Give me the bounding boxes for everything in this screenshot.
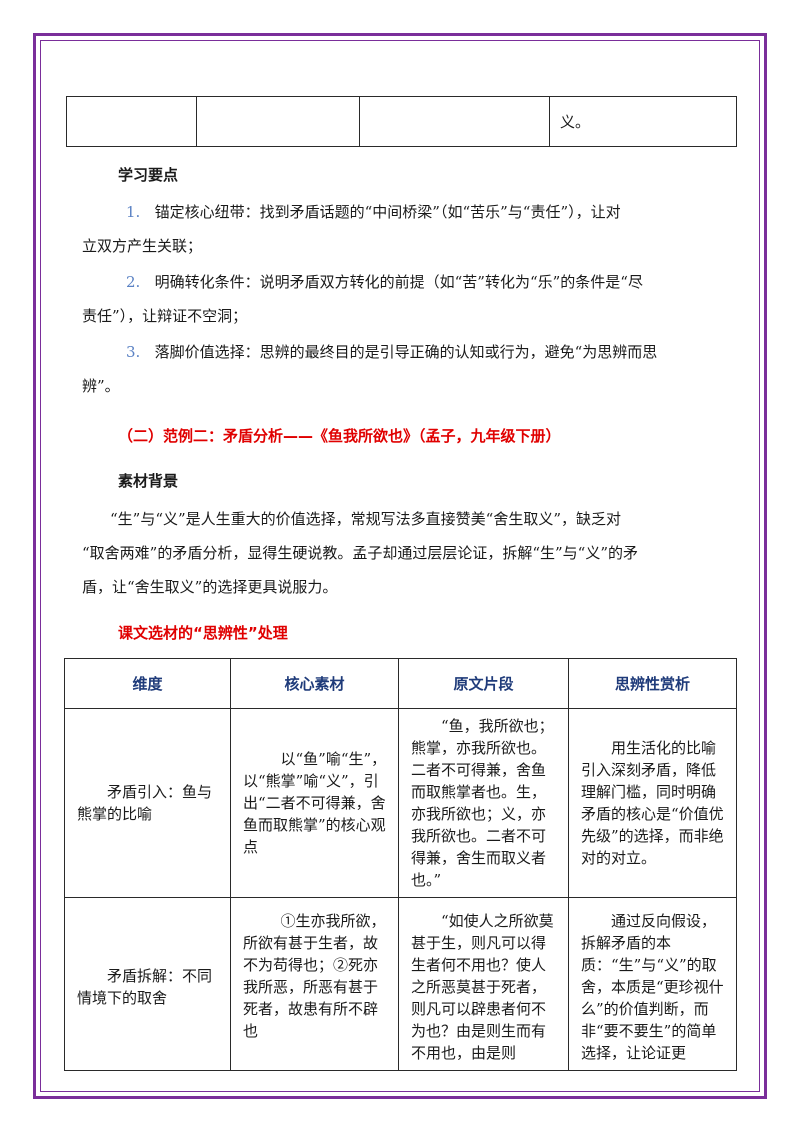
list-text-cont: 责任”），让辩证不空洞；	[82, 307, 248, 325]
paragraph-line: “生”与“义”是人生重大的价值选择，常规写法多直接赞美“舍生取义”，缺乏对	[110, 510, 622, 528]
list-item: 3. 落脚价值选择：思辨的最终目的是引导正确的认知或行为，避免“为思辨而思 辨”…	[82, 335, 722, 403]
list-number: 3.	[126, 343, 141, 361]
continued-table: 义。	[66, 96, 737, 147]
table-heading: 课文选材的“思辨性”处理	[118, 624, 288, 642]
table-cell	[66, 96, 197, 147]
cell-dimension: 矛盾引入：鱼与熊掌的比喻	[64, 708, 231, 898]
list-text: 锚定核心纽带：找到矛盾话题的“中间桥梁”（如“苦乐”与“责任”），让对	[154, 203, 621, 221]
column-header-dimension: 维度	[64, 658, 231, 709]
table-row: 义。	[66, 96, 737, 147]
page-border-inner	[40, 40, 760, 1092]
list-item: 2. 明确转化条件：说明矛盾双方转化的前提（如“苦”转化为“乐”的条件是“尽 责…	[82, 265, 722, 333]
list-number: 1.	[126, 203, 141, 221]
table-row: 矛盾引入：鱼与熊掌的比喻 以“鱼”喻“生”，以“熊掌”喻“义”，引出“二者不可得…	[64, 708, 737, 898]
cell-material: ①生亦我所欲，所欲有甚于生者，故不为苟得也；②死亦我所恶，所恶有甚于死者，故患有…	[230, 897, 399, 1071]
cell-excerpt: “鱼，我所欲也；熊掌，亦我所欲也。二者不可得兼，舍鱼而取熊掌者也。生，亦我所欲也…	[398, 708, 569, 898]
analysis-table: 维度 核心素材 原文片段 思辨性赏析 矛盾引入：鱼与熊掌的比喻 以“鱼”喻“生”…	[64, 658, 737, 1071]
cell-excerpt: “如使人之所欲莫甚于生，则凡可以得生者何不用也？使人之所恶莫甚于死者，则凡可以辟…	[398, 897, 569, 1071]
column-header-material: 核心素材	[230, 658, 399, 709]
list-text: 落脚价值选择：思辨的最终目的是引导正确的认知或行为，避免“为思辨而思	[154, 343, 658, 361]
table-cell	[196, 96, 360, 147]
column-header-excerpt: 原文片段	[398, 658, 569, 709]
column-header-analysis: 思辨性赏析	[568, 658, 737, 709]
table-header-row: 维度 核心素材 原文片段 思辨性赏析	[64, 658, 737, 709]
learning-points-heading: 学习要点	[118, 166, 179, 184]
table-cell: 义。	[549, 96, 737, 147]
cell-material: 以“鱼”喻“生”，以“熊掌”喻“义”，引出“二者不可得兼，舍鱼而取熊掌”的核心观…	[230, 708, 399, 898]
list-text: 明确转化条件：说明矛盾双方转化的前提（如“苦”转化为“乐”的条件是“尽	[154, 273, 643, 291]
background-heading: 素材背景	[118, 472, 179, 490]
list-text-cont: 立双方产生关联；	[82, 237, 203, 255]
cell-dimension: 矛盾拆解：不同情境下的取舍	[64, 897, 231, 1071]
list-item: 1. 锚定核心纽带：找到矛盾话题的“中间桥梁”（如“苦乐”与“责任”），让对 立…	[82, 195, 722, 263]
cell-analysis: 通过反向假设，拆解矛盾的本质：“生”与“义”的取舍，本质是“更珍视什么”的价值判…	[568, 897, 737, 1071]
paragraph-line: 盾，让“舍生取义”的选择更具说服力。	[82, 578, 338, 596]
paragraph-line: “取舍两难”的矛盾分析，显得生硬说教。孟子却通过层层论证，拆解“生”与“义”的矛	[82, 544, 639, 562]
table-row: 矛盾拆解：不同情境下的取舍 ①生亦我所欲，所欲有甚于生者，故不为苟得也；②死亦我…	[64, 897, 737, 1071]
table-cell	[359, 96, 550, 147]
cell-analysis: 用生活化的比喻引入深刻矛盾，降低理解门槛，同时明确矛盾的核心是“价值优先级”的选…	[568, 708, 737, 898]
list-text-cont: 辨”。	[82, 377, 120, 395]
list-number: 2.	[126, 273, 141, 291]
page-border-outer	[33, 33, 767, 1099]
example2-title: （二）范例二：矛盾分析——《鱼我所欲也》（孟子，九年级下册）	[118, 427, 561, 445]
background-paragraph: “生”与“义”是人生重大的价值选择，常规写法多直接赞美“舍生取义”，缺乏对 “取…	[82, 502, 732, 604]
